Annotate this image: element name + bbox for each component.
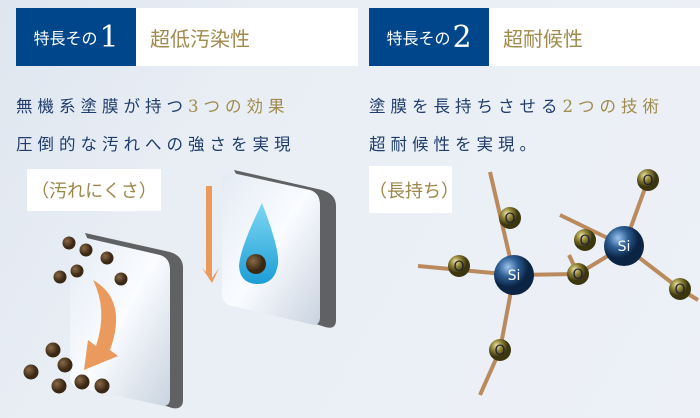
- atom-o: O: [448, 255, 470, 277]
- atom-o: O: [499, 207, 521, 229]
- arrow-down-icon: [202, 186, 219, 283]
- molecule-diagram: [417, 171, 700, 396]
- atom-o: O: [574, 229, 596, 251]
- svg-text:Si: Si: [618, 239, 631, 255]
- dirt-particles: [23, 236, 266, 394]
- svg-text:O: O: [453, 259, 464, 275]
- text: 塗膜を長持ちさせる: [369, 97, 563, 116]
- badge-prefix: 特長その: [33, 29, 98, 48]
- feature1-line2: 圧倒的な汚れへの強さを実現: [16, 135, 296, 154]
- atom-o: O: [669, 278, 691, 300]
- highlight-text: 3つの効果: [188, 97, 290, 116]
- feature2-title: 超耐候性: [489, 8, 700, 66]
- atom-o: O: [637, 169, 659, 191]
- svg-text:O: O: [642, 173, 653, 189]
- text: 無機系塗膜が持つ: [16, 97, 188, 116]
- svg-text:O: O: [579, 233, 590, 249]
- atoms: O O O O O O O Si Si: [448, 169, 691, 361]
- feature1-label: （汚れにくさ）: [27, 169, 161, 211]
- atom-si: Si: [604, 226, 644, 266]
- feature1-title: 超低汚染性: [136, 8, 358, 66]
- feature2-line2: 超耐候性を実現。: [369, 135, 541, 154]
- feature1-line1: 無機系塗膜が持つ3つの効果: [16, 93, 290, 117]
- atom-o: O: [489, 339, 511, 361]
- badge-number: 2: [452, 19, 472, 55]
- svg-text:O: O: [504, 211, 515, 227]
- atom-si: Si: [494, 255, 534, 295]
- svg-text:O: O: [494, 343, 505, 359]
- feature2-label: （長持ち）: [369, 166, 459, 213]
- badge-prefix: 特長その: [386, 29, 451, 48]
- svg-text:Si: Si: [508, 268, 521, 284]
- arrow-curve-icon: [84, 280, 118, 370]
- feature2-line1: 塗膜を長持ちさせる2つの技術: [369, 93, 664, 117]
- svg-text:O: O: [674, 282, 685, 298]
- panel-water-drop: [222, 170, 336, 328]
- highlight-text: 2つの技術: [562, 97, 664, 116]
- badge-number: 1: [99, 19, 119, 55]
- atom-o: O: [567, 263, 589, 285]
- svg-text:O: O: [572, 267, 583, 283]
